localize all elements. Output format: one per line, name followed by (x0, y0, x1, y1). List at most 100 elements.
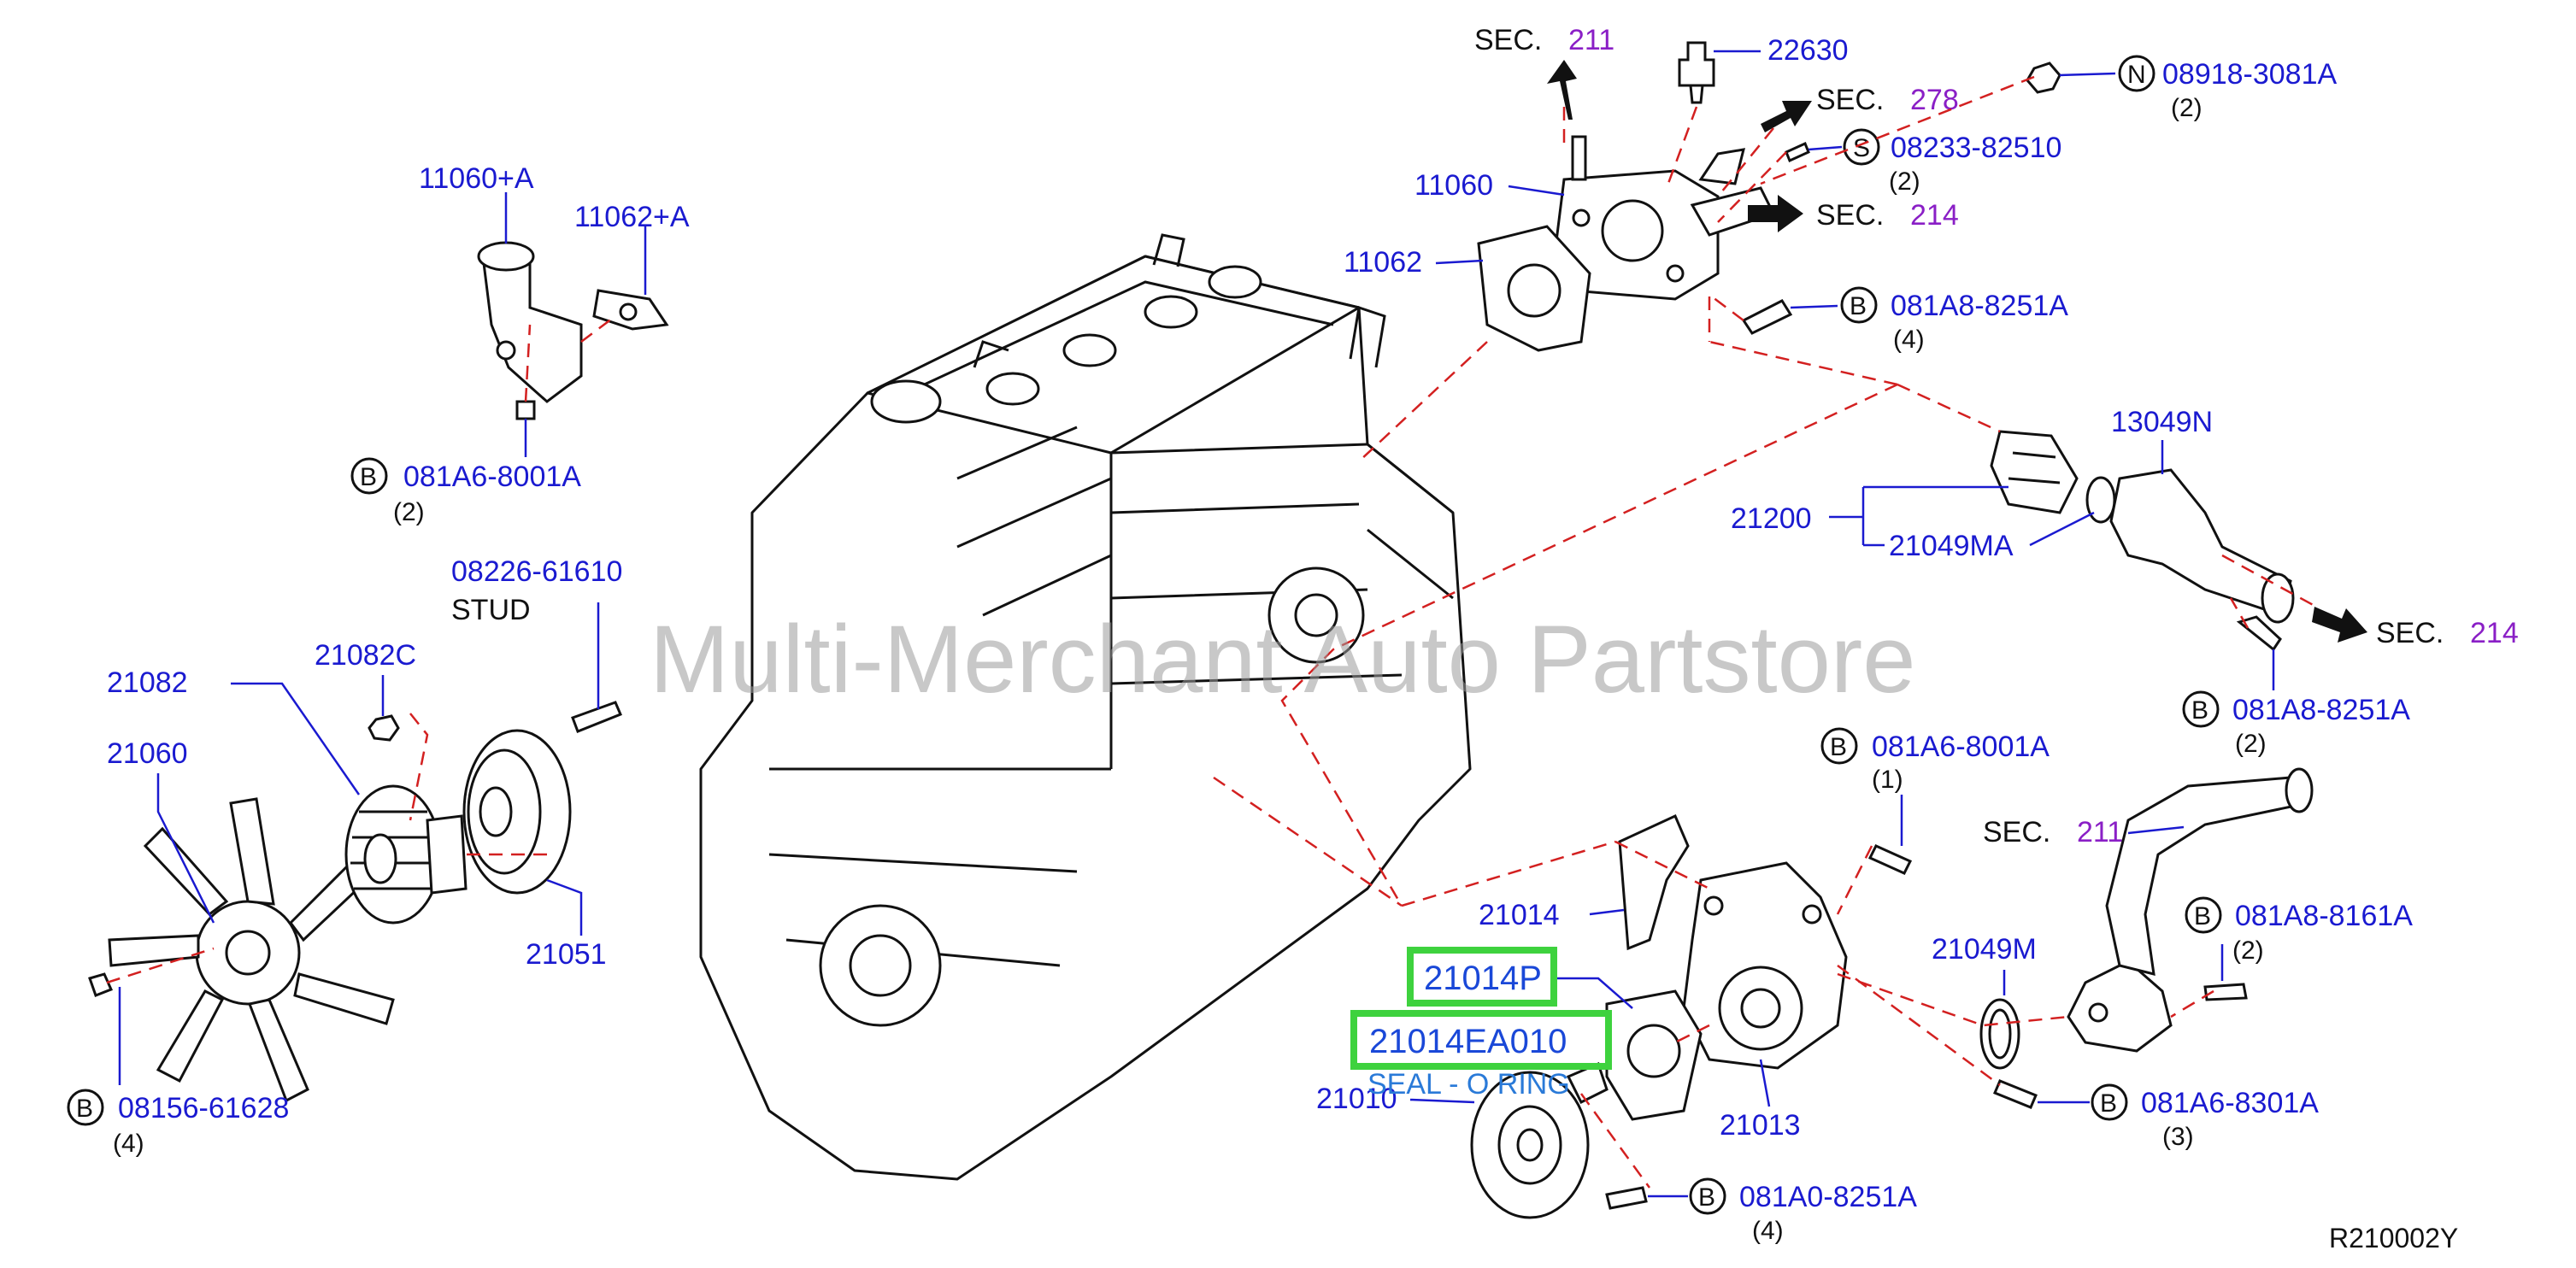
arrow-right-icon (1761, 101, 1812, 132)
part-13049n-label[interactable]: 13049N (2111, 406, 2213, 438)
fastener-letter: B (1850, 292, 1867, 320)
fastener-letter: S (1853, 134, 1870, 162)
screw-icon (1785, 141, 1810, 163)
part-21082c-label[interactable]: 21082C (315, 639, 416, 672)
nut-21082c-icon (368, 714, 400, 742)
fastener-circle-icon (2182, 690, 2220, 728)
part-22630-label[interactable]: 22630 (1767, 34, 1849, 67)
fastener-081a8-8251a-label-2[interactable]: 081A8-8251A (2232, 694, 2410, 726)
water-pump-21010 (1470, 1061, 1609, 1219)
bolt-icon (1867, 844, 1913, 875)
part-21051-label[interactable]: 21051 (526, 938, 607, 971)
watermark: Multi-Merchant Auto Partstore (650, 606, 1915, 713)
stud-08226-icon (571, 701, 622, 733)
part-11060-label[interactable]: 11060 (1414, 169, 1493, 202)
fastener-letter: B (360, 463, 377, 491)
bolt-icon (1993, 1079, 2038, 1109)
sec-214-b[interactable]: 214 (2470, 617, 2519, 649)
fastener-circle-icon (1840, 286, 1878, 324)
fastener-letter: B (2191, 696, 2208, 725)
sec-word: SEC. (2376, 617, 2444, 649)
water-inlet-pipe (2067, 767, 2314, 1053)
fastener-081a6-8301a-label[interactable]: 081A6-8301A (2141, 1087, 2319, 1119)
arrow-right-icon (1748, 195, 1803, 232)
sec-word: SEC. (1474, 24, 1542, 56)
highlight-box-21014ea010 (1350, 1010, 1612, 1070)
fan-clutch-21082 (344, 784, 468, 925)
part-21200-label[interactable]: 21200 (1731, 502, 1812, 535)
part-21082-label[interactable]: 21082 (107, 666, 188, 699)
arrow-right-icon (2312, 607, 2367, 643)
thermostat-21200 (1990, 430, 2079, 514)
water-pump-housing-21013 (1682, 861, 1848, 1070)
bolt-icon (88, 972, 114, 997)
water-outlet-11060a (477, 241, 669, 420)
fastener-letter: B (76, 1095, 93, 1123)
sec-211-top[interactable]: 211 (1568, 24, 1614, 56)
sec-word: SEC. (1816, 199, 1884, 232)
water-outlet-11060 (1554, 135, 1776, 301)
fastener-letter: B (2194, 902, 2211, 930)
fastener-qty: (4) (1752, 1217, 1784, 1245)
sec-278[interactable]: 278 (1910, 84, 1959, 116)
fastener-circle-icon (1689, 1177, 1726, 1215)
part-11062-label[interactable]: 11062 (1344, 246, 1422, 279)
part-08226-61610-label[interactable]: 08226-61610 (451, 555, 622, 588)
fastener-letter: N (2127, 61, 2146, 89)
fastener-081a6-8001a-label-2[interactable]: 081A6-8001A (1872, 731, 2050, 763)
fastener-qty: (3) (2162, 1123, 2194, 1151)
fastener-circle-icon (350, 457, 388, 495)
part-11062a-label[interactable]: 11062+A (574, 201, 690, 233)
part-11060a-label[interactable]: 11060+A (419, 162, 534, 195)
part-21013-label[interactable]: 21013 (1720, 1109, 1801, 1142)
bolt-icon (1741, 299, 1793, 335)
fastener-letter: B (2100, 1089, 2117, 1118)
sec-214-a[interactable]: 214 (1910, 199, 1959, 232)
fastener-08156-61628-label[interactable]: 08156-61628 (118, 1092, 289, 1124)
fastener-letter: B (1698, 1183, 1715, 1212)
part-21014ea010-label[interactable]: 21014EA010 (1369, 1023, 1567, 1060)
fastener-circle-icon (2091, 1083, 2128, 1121)
thermostat-housing-13049n (2109, 468, 2295, 624)
sec-211-right[interactable]: 211 (2077, 816, 2123, 848)
fastener-qty: (2) (1889, 167, 1920, 196)
fastener-circle-icon (1820, 727, 1858, 765)
part-21014p-label[interactable]: 21014P (1424, 960, 1542, 997)
bolt-icon (2236, 615, 2282, 652)
dashed-leaders (106, 75, 2317, 1189)
fastener-081a8-8161a-label[interactable]: 081A8-8161A (2235, 900, 2413, 932)
fastener-081a8-8251a-label[interactable]: 081A8-8251A (1891, 290, 2068, 322)
sensor-22630 (1678, 41, 1715, 104)
gasket-11062 (1477, 225, 1591, 352)
part-21049m-label[interactable]: 21049M (1932, 933, 2037, 966)
fastener-circle-icon (67, 1089, 104, 1126)
part-21049ma-label[interactable]: 21049MA (1889, 530, 2014, 562)
fastener-qty: (2) (393, 498, 425, 526)
gasket-21014 (1618, 813, 1690, 951)
part-21014-label[interactable]: 21014 (1479, 899, 1560, 931)
part-21060-label[interactable]: 21060 (107, 737, 188, 770)
engine-block (699, 233, 1472, 1181)
fastener-qty: (2) (2235, 730, 2267, 758)
fastener-qty: (2) (2232, 936, 2264, 965)
arrow-up-icon (1547, 60, 1577, 120)
fastener-circle-icon (2118, 55, 2155, 92)
fastener-081a0-8251a-label[interactable]: 081A0-8251A (1739, 1181, 1917, 1213)
fastener-08918-3081a-label[interactable]: 08918-3081A (2162, 58, 2338, 91)
bolt-icon (1605, 1186, 1648, 1210)
fastener-qty: (1) (1872, 766, 1903, 794)
part-21010-label[interactable]: 21010 (1316, 1083, 1397, 1115)
sec-word: SEC. (1983, 816, 2050, 848)
fastener-081a6-8001a-label[interactable]: 081A6-8001A (403, 461, 581, 493)
fastener-letter: B (1830, 733, 1847, 761)
fastener-qty: (4) (1893, 326, 1925, 354)
seal-oring-label: SEAL - O RING (1367, 1068, 1570, 1101)
pulley-21051 (462, 729, 572, 895)
sec-word: SEC. (1816, 84, 1884, 116)
fastener-circle-icon (2185, 896, 2222, 934)
fastener-08233-82510-label[interactable]: 08233-82510 (1891, 132, 2061, 164)
fastener-qty: (2) (2171, 94, 2203, 122)
fastener-circle-icon (1843, 128, 1880, 166)
stud-label: STUD (451, 594, 531, 626)
